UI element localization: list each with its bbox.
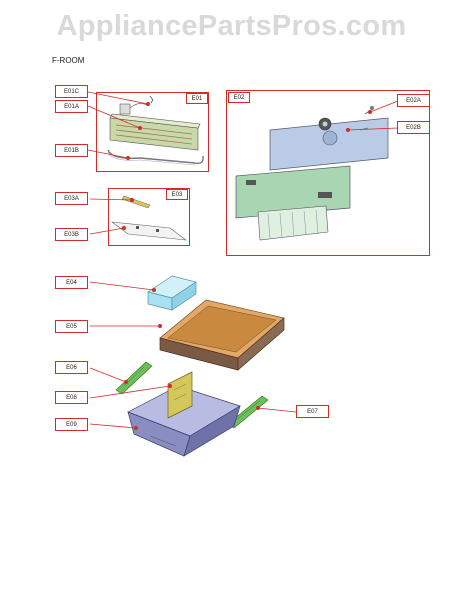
callout-e09: E09 [55, 418, 88, 431]
callout-e02a: E02A [397, 94, 430, 107]
part-e08-divider [167, 371, 193, 419]
part-e03-assembly [110, 195, 188, 241]
section-title: F-ROOM [52, 56, 85, 65]
callout-e04: E04 [55, 276, 88, 289]
group-tag-e02: E02 [228, 92, 250, 103]
group-tag-e01: E01 [186, 93, 208, 104]
group-box-e02 [226, 90, 430, 256]
callout-e07: E07 [296, 405, 329, 418]
callout-e01b: E01B [55, 144, 88, 157]
part-e09-bin [127, 385, 241, 457]
group-tag-e03: E03 [166, 189, 188, 200]
callout-e05: E05 [55, 320, 88, 333]
group-box-e03 [108, 188, 190, 246]
part-e01-assembly [107, 95, 204, 166]
callout-e01a: E01A [55, 100, 88, 113]
leader-lines [87, 91, 399, 430]
part-e05-drawer [159, 299, 285, 371]
callout-e03a: E03A [55, 192, 88, 205]
callout-e03b: E03B [55, 228, 88, 241]
callout-e01c: E01C [55, 85, 88, 98]
part-e02-assembly [235, 106, 389, 241]
group-box-e01 [96, 92, 209, 172]
callout-e08: E08 [55, 391, 88, 404]
watermark-text: AppliancePartsPros.com [56, 10, 407, 42]
callout-e02b: E02B [397, 121, 430, 134]
part-e04-tray [147, 275, 197, 311]
callout-e06: E06 [55, 361, 88, 374]
